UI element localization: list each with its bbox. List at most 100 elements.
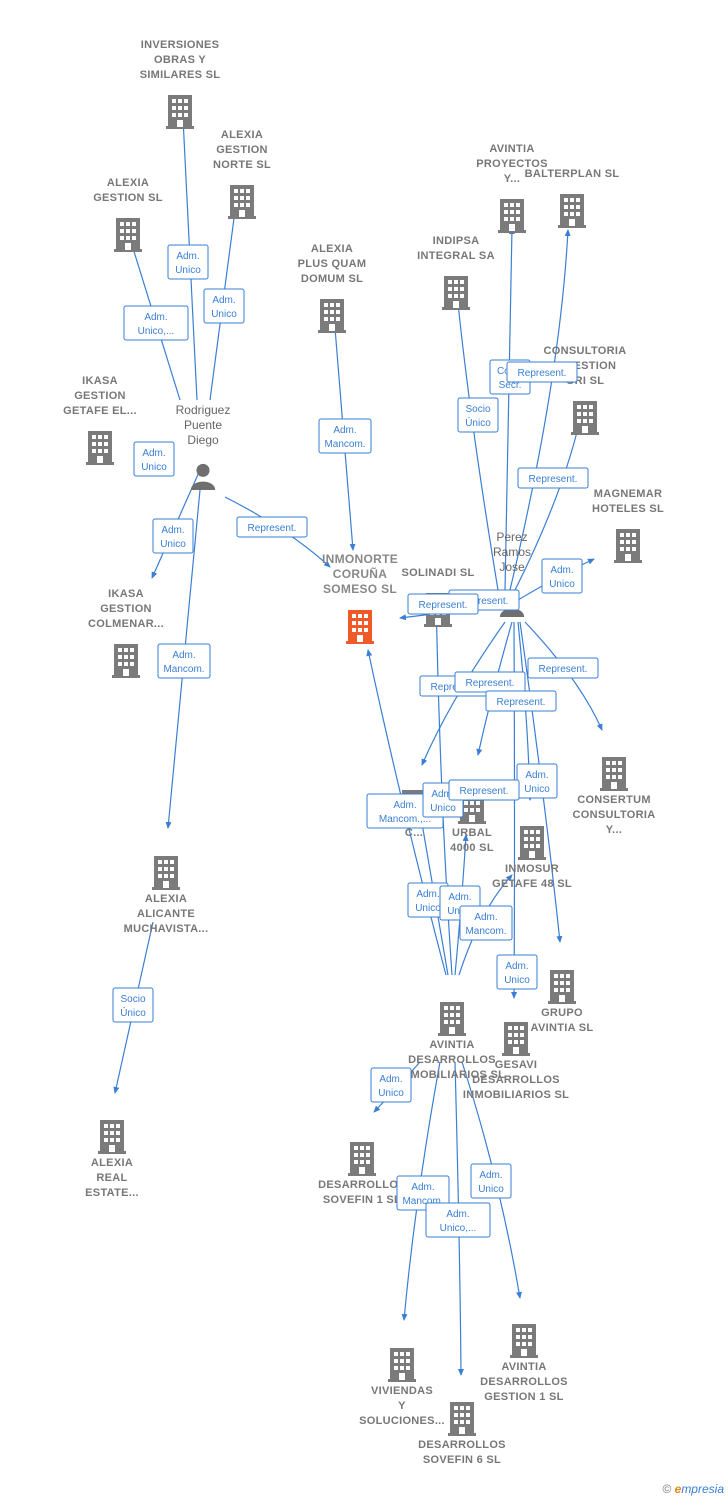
edge-label[interactable]: Represent. bbox=[454, 671, 526, 693]
node-label-line: GESTION bbox=[74, 390, 126, 402]
edge-label[interactable]: Adm.Unico,... bbox=[425, 1202, 491, 1238]
edge-label-text: Represent. bbox=[518, 368, 567, 379]
company-node-consertum[interactable]: CONSERTUMCONSULTORIAY... bbox=[573, 757, 656, 836]
building-icon bbox=[510, 1324, 538, 1358]
company-node-alexia-real[interactable]: ALEXIAREALESTATE... bbox=[85, 1120, 139, 1199]
node-label-line: GESAVI bbox=[495, 1059, 538, 1071]
edge-label[interactable]: Adm.Mancom. bbox=[318, 418, 372, 454]
node-label-line: AVINTIA bbox=[429, 1039, 474, 1051]
edge-label[interactable]: Represent. bbox=[506, 361, 578, 383]
edge-label-box bbox=[370, 1067, 412, 1103]
edge-label[interactable]: Adm.Unico bbox=[470, 1163, 512, 1199]
node-label-line: INMOBILIARIOS SL bbox=[463, 1089, 569, 1101]
building-icon bbox=[98, 1120, 126, 1154]
edge-label-box bbox=[318, 418, 372, 454]
edge-label-text: Adm. bbox=[525, 770, 548, 781]
edge-label[interactable]: Adm.Unico bbox=[370, 1067, 412, 1103]
company-node-avintia-proyectos[interactable]: AVINTIAPROYECTOSY... bbox=[476, 143, 548, 233]
node-label-line: IKASA bbox=[108, 588, 144, 600]
edge-label[interactable]: Adm.Mancom. bbox=[459, 905, 513, 941]
node-label-line: INDIPSA bbox=[433, 235, 480, 247]
node-label-line: GESTION 1 SL bbox=[484, 1391, 563, 1403]
edge-label[interactable]: Represent. bbox=[527, 657, 599, 679]
edge-label-text: Mancom. bbox=[163, 664, 204, 675]
company-node-viviendas[interactable]: VIVIENDASYSOLUCIONES... bbox=[359, 1348, 445, 1427]
copyright-icon: © bbox=[662, 1482, 672, 1496]
building-icon bbox=[318, 299, 346, 333]
node-label-line: Rodriguez bbox=[176, 403, 231, 417]
edge-label-box bbox=[407, 593, 479, 615]
node-label-line: INMONORTE bbox=[322, 552, 398, 566]
company-node-solinadi[interactable]: SOLINADI SL bbox=[402, 567, 475, 627]
edge-label[interactable]: Represent. bbox=[448, 779, 520, 801]
edge-label-box bbox=[485, 690, 557, 712]
edge-label[interactable]: Represent. bbox=[517, 467, 589, 489]
edge-label-text: Unico bbox=[175, 265, 201, 276]
edge-label[interactable]: Adm.Unico,... bbox=[123, 305, 189, 341]
node-label-line: OBRAS Y bbox=[154, 54, 206, 66]
edge-label-text: Represent. bbox=[460, 596, 509, 607]
building-icon bbox=[346, 610, 374, 644]
edge-label-text: Adm. bbox=[142, 448, 165, 459]
edge-label-text: Mancom. bbox=[465, 926, 506, 937]
node-label-line: Puente bbox=[184, 418, 222, 432]
edge-label-box bbox=[236, 516, 308, 538]
edge-label-box bbox=[133, 441, 175, 477]
edge-label[interactable]: Adm.Unico bbox=[541, 558, 583, 594]
edge-label[interactable]: Adm.Mancom. bbox=[157, 643, 211, 679]
company-node-c-company[interactable]: C... bbox=[400, 790, 428, 839]
edge-label[interactable]: Adm.Unico bbox=[496, 954, 538, 990]
edge-label[interactable]: Adm.Unico bbox=[152, 518, 194, 554]
edge-label-text: Adm. bbox=[431, 789, 454, 800]
edge-label[interactable]: Adm.Unico bbox=[203, 288, 245, 324]
node-label-line: Y... bbox=[504, 173, 521, 185]
edge-label-text: Unico,... bbox=[440, 1223, 477, 1234]
company-node-alexia-alicante[interactable]: ALEXIAALICANTEMUCHAVISTA... bbox=[124, 856, 209, 935]
edge-label-text: Unico,... bbox=[138, 326, 175, 337]
edge-label[interactable]: Represent. bbox=[236, 516, 308, 538]
edge-label-text: Represent. bbox=[466, 678, 515, 689]
node-label-line: COLMENAR... bbox=[88, 618, 164, 630]
edge-label[interactable]: Adm.Unico bbox=[133, 441, 175, 477]
edge-label-text: Represent. bbox=[529, 474, 578, 485]
node-label-line: DESARROLLOS bbox=[318, 1179, 406, 1191]
company-node-ikasa-colmenar[interactable]: IKASAGESTIONCOLMENAR... bbox=[88, 588, 164, 678]
company-node-balterplan[interactable]: BALTERPLAN SL bbox=[525, 168, 620, 228]
edge-label[interactable]: Adm.Mancom. bbox=[396, 1175, 450, 1211]
edge-label[interactable]: Represent. bbox=[485, 690, 557, 712]
edge-label[interactable]: Adm.Unico bbox=[167, 244, 209, 280]
edge-label-box bbox=[470, 1163, 512, 1199]
edge-label-box bbox=[506, 361, 578, 383]
node-label-line: Diego bbox=[187, 433, 219, 447]
node-label-line: SOMESO SL bbox=[323, 582, 397, 596]
edge-label[interactable]: Represent. bbox=[407, 593, 479, 615]
node-label-line: SOVEFIN 6 SL bbox=[423, 1454, 501, 1466]
edge-label[interactable]: Adm.Unico bbox=[516, 763, 558, 799]
edge-label-text: Mancom. bbox=[324, 439, 365, 450]
node-label-line: ALEXIA bbox=[145, 893, 187, 905]
node-label-line: IKASA bbox=[82, 375, 118, 387]
node-label-line: GESTION bbox=[216, 144, 268, 156]
